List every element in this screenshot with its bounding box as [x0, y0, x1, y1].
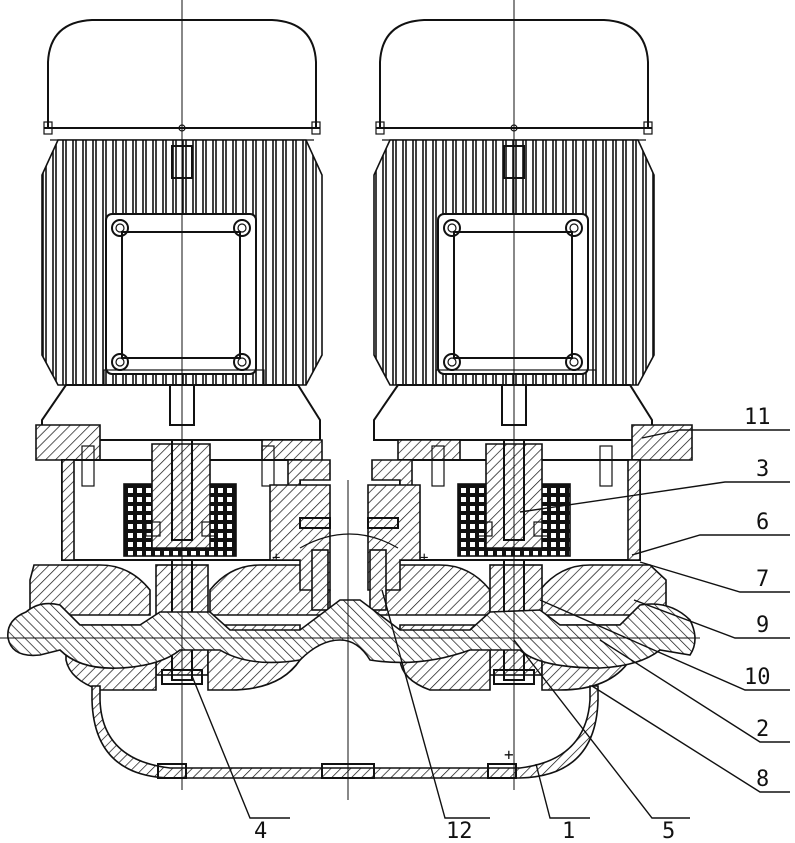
callout-4: 4: [254, 819, 267, 843]
callout-8: 8: [756, 767, 769, 792]
right-terminal-box: [437, 213, 589, 375]
leader-lines: [191, 429, 790, 819]
callout-1: 1: [562, 819, 575, 843]
left-terminal-box: [105, 213, 257, 375]
callout-labels: 11 3 6 7 9 10 2 8 4 12 1 5: [254, 405, 771, 843]
svg-text:+: +: [504, 745, 514, 764]
central-valve: + +: [269, 484, 428, 611]
right-motor-flange: [373, 384, 653, 441]
callout-5: 5: [662, 819, 675, 843]
callout-3: 3: [756, 457, 769, 482]
callout-7: 7: [756, 567, 769, 592]
left-motor: [41, 19, 323, 441]
callout-9: 9: [756, 613, 769, 638]
center-lines: [0, 0, 700, 800]
callout-12: 12: [446, 819, 473, 843]
callout-11: 11: [744, 405, 771, 430]
svg-text:+: +: [420, 550, 428, 566]
callout-2: 2: [756, 717, 769, 742]
callout-10: 10: [744, 665, 771, 690]
svg-text:+: +: [272, 550, 280, 566]
callout-6: 6: [756, 510, 769, 535]
